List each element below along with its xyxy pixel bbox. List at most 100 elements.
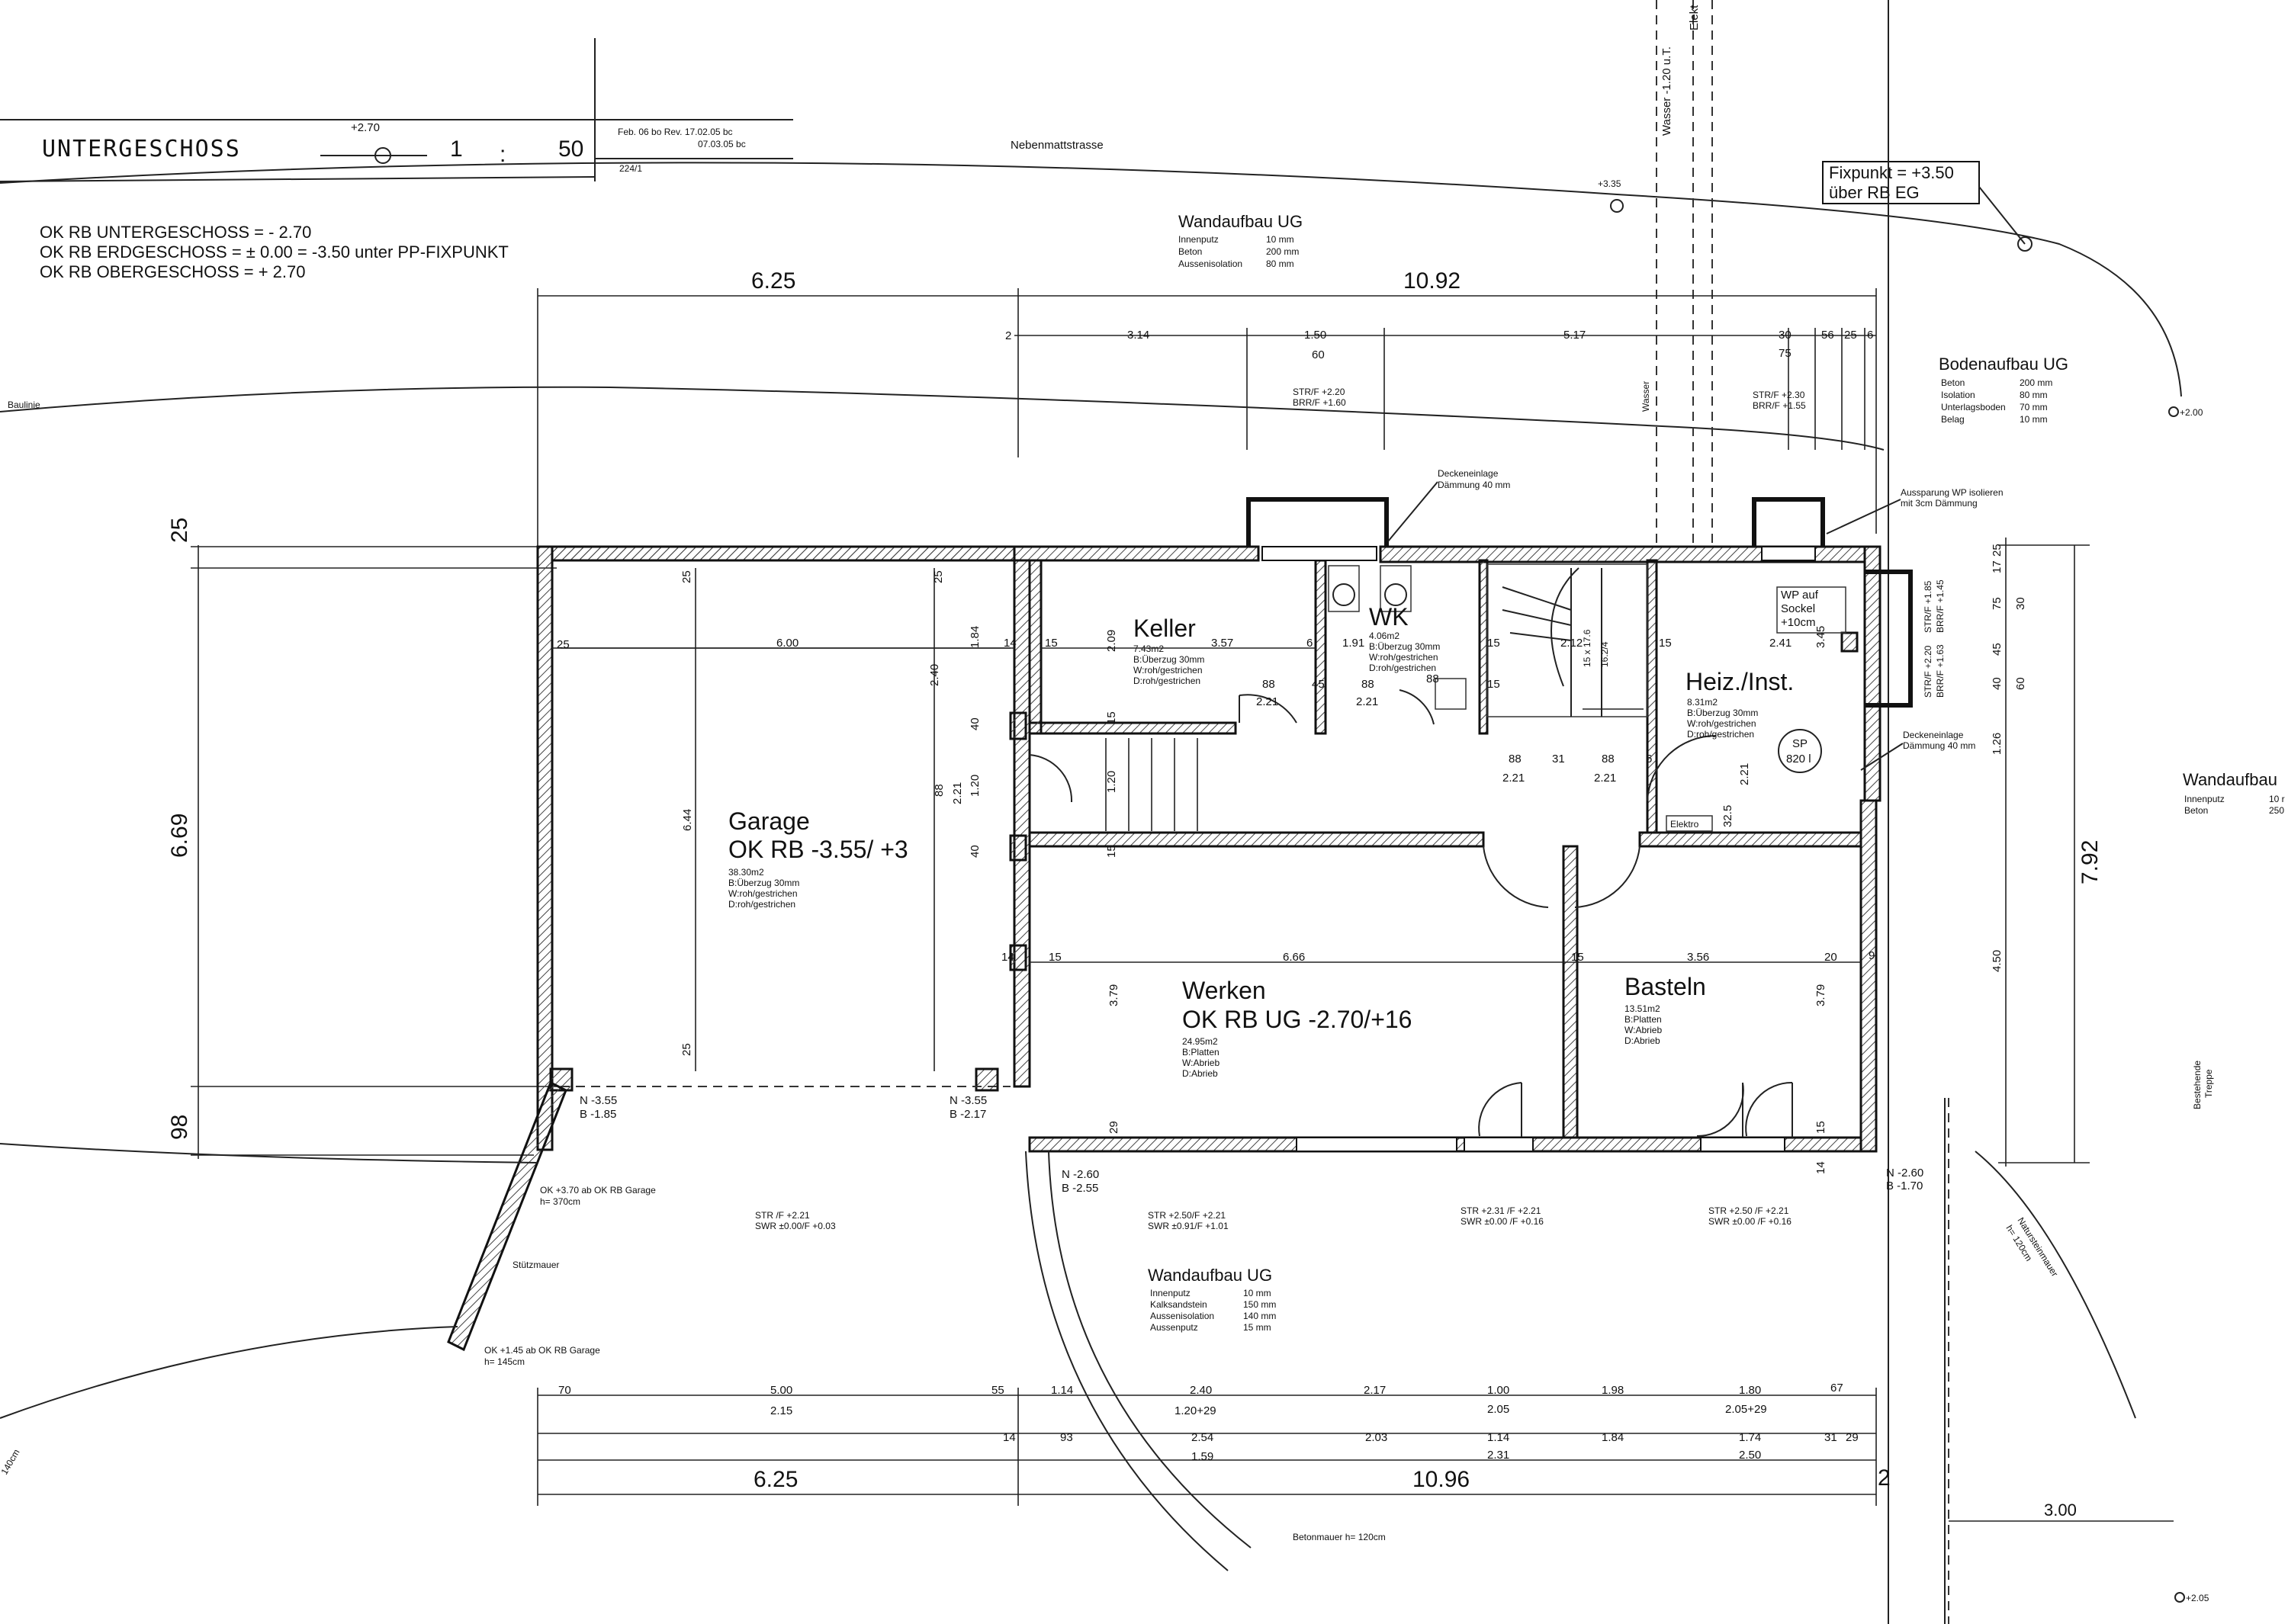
wk-88b: 88: [1426, 672, 1439, 685]
spot-n1: N -3.55: [580, 1094, 617, 1107]
heiz-wall: W:roh/gestrichen: [1687, 718, 1756, 729]
treppe-label: Treppe: [2203, 1069, 2214, 1098]
stuetzmauer-label: Stützmauer: [513, 1260, 559, 1270]
garage-wall: W:roh/gestrichen: [728, 888, 798, 899]
garage-floor: B:Überzug 30mm: [728, 878, 799, 888]
wall-bot-r1b: 150 mm: [1243, 1299, 1276, 1310]
str-note-1b: BRR/F +1.60: [1293, 397, 1346, 408]
k-88a: 88: [1262, 678, 1275, 691]
dim-60: 60: [1312, 348, 1325, 361]
k-40: 40: [969, 717, 982, 730]
w-15: 15: [1049, 951, 1062, 964]
wall-bot-r3a: Aussenputz: [1150, 1322, 1198, 1333]
wk-floor: B:Überzug 30mm: [1369, 641, 1440, 652]
building-walls: [536, 545, 1881, 1153]
elek-label: Elekt: [1688, 5, 1701, 30]
dim-top-b: 10.92: [1403, 268, 1461, 294]
dim-r-60: 60: [2014, 677, 2027, 690]
dim-right-792: 7.92: [2078, 840, 2103, 884]
str-notes-bottom: STR /F +2.21 SWR ±0.00/F +0.03 STR +2.50…: [755, 1205, 1792, 1231]
floor-r0a: Beton: [1941, 377, 1965, 388]
b-15: 15: [1571, 951, 1584, 964]
scale-b: 50: [558, 136, 583, 162]
c-6: 6: [1646, 753, 1652, 765]
floor-r1b: 80 mm: [2020, 390, 2048, 400]
wk-221: 2.21: [1356, 695, 1378, 708]
level-205: +2.05: [2186, 1593, 2209, 1603]
c-221b: 2.21: [1594, 772, 1616, 785]
spot-b3: B -2.55: [1062, 1182, 1098, 1195]
keller-ceiling: D:roh/gestrichen: [1133, 676, 1200, 686]
bot-215: 2.15: [770, 1404, 792, 1417]
str-note-8a: STR/F +2.20: [1923, 645, 1933, 698]
k-14: 14: [1004, 637, 1017, 650]
werken-name: Werken: [1182, 977, 1266, 1004]
room-werken: Werken OK RB UG -2.70/+16 24.95m2 B:Plat…: [1182, 977, 1412, 1079]
dim-30: 30: [1779, 329, 1792, 342]
heiz-name: Heiz./Inst.: [1685, 668, 1794, 695]
light-wells: [1246, 497, 1913, 708]
room-keller: Keller 7.43m2 B:Überzug 30mm W:roh/gestr…: [1133, 615, 1204, 686]
street-name: Nebenmattstrasse: [1011, 139, 1104, 152]
garage-level: OK RB -3.55/ +3: [728, 836, 908, 863]
basteln-area: 13.51m2: [1624, 1003, 1660, 1014]
spot-levels: N -3.55 B -1.85 N -3.55 B -2.17 N -2.60 …: [580, 1094, 1923, 1195]
title-block: UNTERGESCHOSS 1 : 50 +2.70 Feb. 06 bo Re…: [0, 38, 793, 182]
werken-ceiling: D:Abrieb: [1182, 1068, 1218, 1079]
k-15: 15: [1045, 637, 1058, 650]
dim-150: 1.50: [1304, 329, 1326, 342]
spot-n2: N -3.55: [950, 1094, 987, 1107]
dim-75: 75: [1779, 347, 1792, 360]
str-note-3b: SWR ±0.00/F +0.03: [755, 1221, 836, 1231]
spot-n4: N -2.60: [1886, 1167, 1923, 1179]
bot-180: 1.80: [1739, 1384, 1761, 1397]
str-note-6a: STR +2.50 /F +2.21: [1708, 1205, 1789, 1216]
bot-67: 67: [1830, 1382, 1843, 1395]
street-level: +3.35: [1598, 178, 1621, 189]
bot-203: 2.03: [1365, 1431, 1387, 1444]
dim-left-25: 25: [167, 518, 192, 543]
werken-floor: B:Platten: [1182, 1047, 1220, 1058]
spot-b4: B -1.70: [1886, 1179, 1923, 1192]
wall-top-r0a: Innenputz: [1178, 234, 1219, 245]
spot-n3: N -2.60: [1062, 1168, 1099, 1181]
w-379: 3.79: [1107, 984, 1120, 1006]
wp-sockel-1: WP auf: [1781, 589, 1819, 602]
bot-300: 3.00: [2044, 1500, 2077, 1520]
wall-buildup-top: Wandaufbau UG Innenputz 10 mm Beton 200 …: [1178, 212, 1303, 269]
st-212: 2.12: [1560, 637, 1583, 650]
floor-r2b: 70 mm: [2020, 402, 2048, 412]
wk-name: WK: [1369, 603, 1409, 631]
water-small-label: Wasser: [1640, 381, 1651, 412]
site-terrain: Stützmauer OK +3.70 ab OK RB Garage h= 3…: [0, 1061, 2214, 1571]
b-15b: 15: [1814, 1121, 1827, 1134]
left-dimensions: 25 6.69 98: [167, 518, 557, 1159]
ok370-label: OK +3.70 ab OK RB Garage: [540, 1185, 656, 1196]
keller-floor: B:Überzug 30mm: [1133, 654, 1204, 665]
wall-buildup-right: Wandaufbau Innenputz 10 r Beton 250: [2183, 770, 2285, 816]
wall-top-r1b: 200 mm: [1266, 246, 1299, 257]
bot-100: 1.00: [1487, 1384, 1509, 1397]
wall-bot-r0b: 10 mm: [1243, 1288, 1271, 1298]
g-25b: 25: [680, 570, 693, 583]
revision-1: Feb. 06 bo Rev. 17.02.05 bc: [618, 127, 733, 137]
wall-bot-r3b: 15 mm: [1243, 1322, 1271, 1333]
scale-sep: :: [500, 142, 506, 167]
doors: [1029, 689, 1793, 1138]
title-level: +2.70: [351, 121, 380, 134]
dim-top-a: 6.25: [751, 268, 795, 294]
wall-bot-r0a: Innenputz: [1150, 1288, 1191, 1298]
room-garage: Garage OK RB -3.55/ +3 38.30m2 B:Überzug…: [728, 807, 908, 910]
k-184: 1.84: [969, 626, 982, 648]
sheet-number: 224/1: [619, 163, 642, 174]
c-31: 31: [1552, 753, 1565, 765]
w-29: 29: [1107, 1121, 1120, 1134]
garage-ceiling: D:roh/gestrichen: [728, 899, 795, 910]
wk-88: 88: [1361, 678, 1374, 691]
wall-right-r0b: 10 r: [2269, 794, 2285, 804]
daemmung-r: Dämmung 40 mm: [1903, 740, 1975, 751]
basteln-name: Basteln: [1624, 973, 1706, 1000]
str-note-3a: STR /F +2.21: [755, 1210, 810, 1221]
heiz-area: 8.31m2: [1687, 697, 1718, 708]
